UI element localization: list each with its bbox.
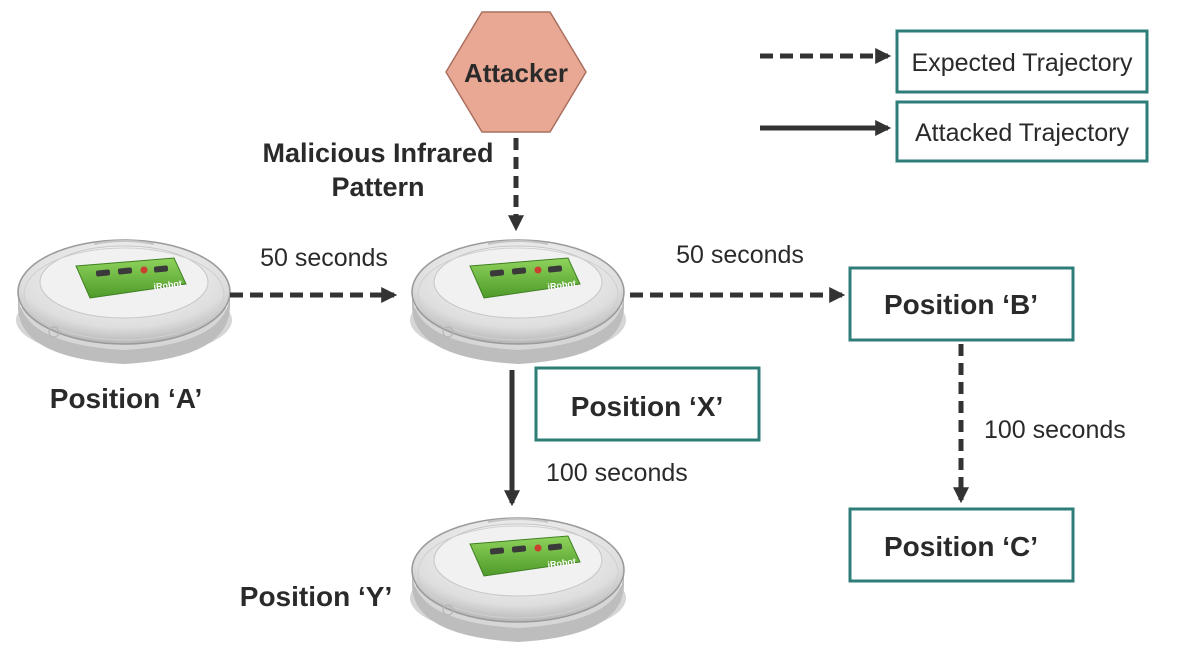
position-a-label: Position ‘A’: [50, 383, 202, 414]
duration-a-to-x: 50 seconds: [260, 244, 388, 272]
position-y-label: Position ‘Y’: [240, 581, 392, 612]
duration-x-to-b: 50 seconds: [676, 241, 804, 269]
position-b-label: Position ‘B’: [884, 289, 1038, 320]
position-x-box: [534, 366, 761, 442]
position-x-label: Position ‘X’: [571, 391, 723, 422]
position-b-box: [848, 266, 1075, 342]
position-c-label: Position ‘C’: [884, 531, 1038, 562]
attack-label-line1: Malicious Infrared: [262, 138, 493, 168]
duration-b-to-c: 100 seconds: [984, 416, 1126, 444]
robot-y-image: [409, 517, 627, 643]
attacker-hexagon: [445, 11, 587, 133]
attacker-label: Attacker: [464, 58, 568, 88]
robot-a-image: [15, 239, 233, 365]
duration-x-to-y: 100 seconds: [546, 459, 688, 487]
robot-x-image: [409, 239, 627, 365]
attack-label-line2: Pattern: [331, 172, 424, 202]
position-c-box: [848, 507, 1075, 583]
legend-attacked-box: [895, 100, 1149, 163]
legend-expected-label: Expected Trajectory: [912, 49, 1133, 77]
legend-expected-box: [895, 29, 1149, 94]
legend-attacked-label: Attacked Trajectory: [915, 119, 1129, 147]
